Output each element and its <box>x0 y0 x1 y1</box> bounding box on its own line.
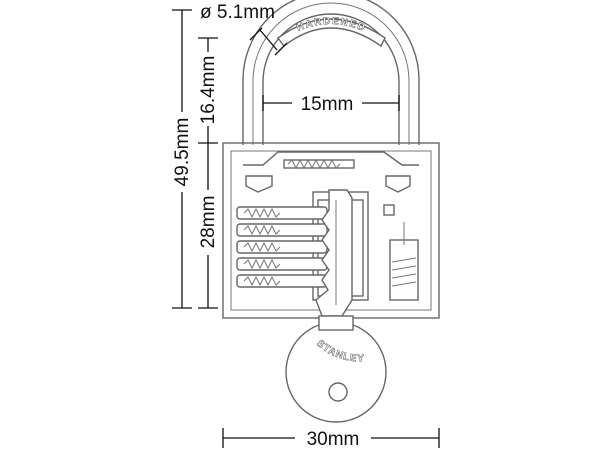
dimension-body-height: 28mm <box>198 143 219 309</box>
shackle-inner-width-label: 15mm <box>301 94 354 115</box>
overall-height-label: 49.5mm <box>172 118 193 187</box>
dimension-shackle-diameter: ø 5.1mm <box>200 2 288 56</box>
shackle: HARDENED <box>242 0 420 145</box>
body-width-label: 30mm <box>307 429 360 450</box>
shackle-diameter-label: ø 5.1mm <box>200 2 275 23</box>
dimension-shackle-clearance: 16.4mm <box>198 37 219 144</box>
key: STANLEY <box>285 189 387 423</box>
shackle-clearance-label: 16.4mm <box>198 56 219 125</box>
dimension-shackle-inner-width: 15mm <box>262 94 400 115</box>
dimension-overall-height: 49.5mm <box>172 9 193 309</box>
body-height-label: 28mm <box>198 196 219 249</box>
dimension-body-width: 30mm <box>222 428 440 450</box>
